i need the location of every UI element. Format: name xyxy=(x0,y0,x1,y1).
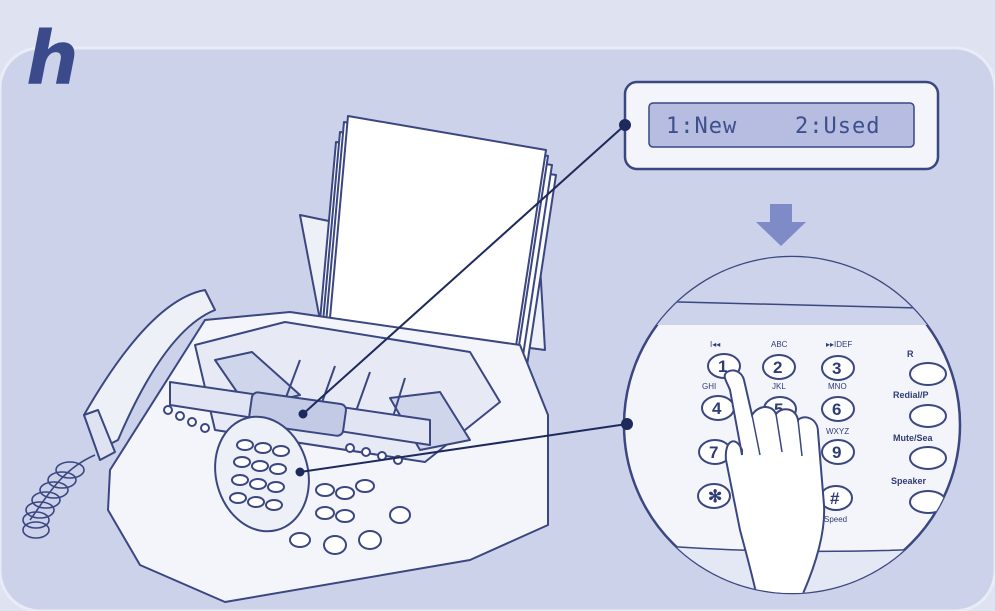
svg-text:✻: ✻ xyxy=(708,487,722,506)
key-star[interactable]: ✻ xyxy=(698,484,730,508)
lcd-option-used: 2:Used xyxy=(795,114,880,139)
svg-text:#: # xyxy=(830,489,840,508)
svg-text:Speed: Speed xyxy=(824,515,847,524)
lcd-option-new: 1:New xyxy=(666,114,737,139)
lcd-callout: 1:New 2:Used xyxy=(625,82,938,169)
svg-text:Redial/P: Redial/P xyxy=(893,390,929,400)
svg-text:6: 6 xyxy=(832,400,841,419)
svg-text:JKL: JKL xyxy=(772,382,786,391)
svg-text:I◂◂: I◂◂ xyxy=(710,340,720,349)
key-3[interactable]: 3 ▸▸IDEF xyxy=(822,340,854,380)
svg-text:Speaker: Speaker xyxy=(891,476,927,486)
svg-text:3: 3 xyxy=(832,359,841,378)
svg-text:ABC: ABC xyxy=(771,340,788,349)
svg-text:MNO: MNO xyxy=(828,382,847,391)
svg-text:GHI: GHI xyxy=(702,382,716,391)
svg-text:▸▸IDEF: ▸▸IDEF xyxy=(826,340,852,349)
svg-text:7: 7 xyxy=(709,443,718,462)
svg-text:WXYZ: WXYZ xyxy=(826,427,849,436)
svg-text:R: R xyxy=(907,349,914,359)
svg-text:9: 9 xyxy=(832,443,841,462)
step-letter: h xyxy=(26,16,79,102)
svg-text:4: 4 xyxy=(712,399,722,418)
svg-text:2: 2 xyxy=(773,358,782,377)
svg-text:Mute/Sea: Mute/Sea xyxy=(893,433,934,443)
